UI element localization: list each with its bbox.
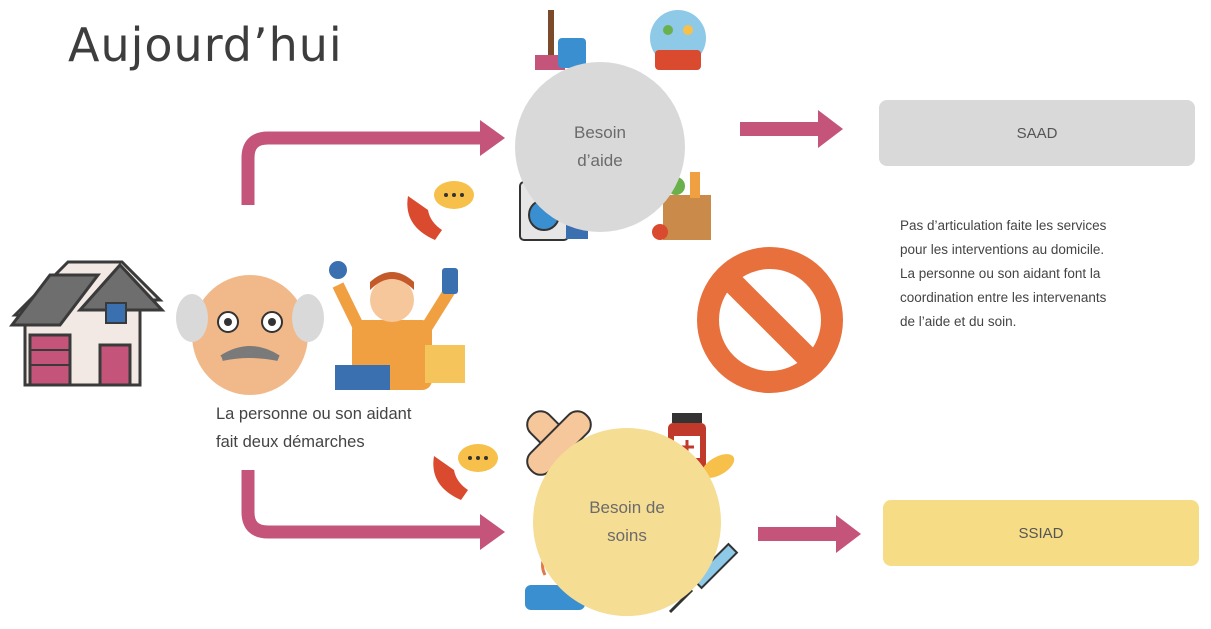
arrowhead-soins xyxy=(480,514,505,550)
busy-caregiver-icon xyxy=(329,261,465,390)
coordination-note: Pas d’articulation faite les services po… xyxy=(900,218,1107,329)
besoin-soins-circle: Besoin de soins xyxy=(533,428,721,616)
phone-icon xyxy=(433,444,498,500)
dishes-icon xyxy=(650,10,706,70)
person-caption: La personne ou son aidant fait deux déma… xyxy=(216,405,412,451)
saad-box: SAAD xyxy=(879,100,1195,166)
cleaning-icon xyxy=(535,10,586,70)
arrow-to-saad-shaft xyxy=(740,122,820,136)
besoin-aide-circle: Besoin d’aide xyxy=(515,62,685,232)
forbidden-icon xyxy=(697,247,843,393)
phone-icon xyxy=(407,181,474,240)
ssiad-box: SSIAD xyxy=(883,500,1199,566)
arrowhead-ssiad xyxy=(836,515,861,553)
arrow-to-aide xyxy=(241,131,482,205)
house-icon xyxy=(8,260,166,387)
arrow-to-ssiad-shaft xyxy=(758,527,838,541)
arrowhead-aide xyxy=(480,120,505,156)
page-title: Aujourd’hui xyxy=(68,18,343,72)
elderly-man-icon xyxy=(176,275,324,395)
arrowhead-saad xyxy=(818,110,843,148)
arrow-to-soins xyxy=(241,470,482,539)
